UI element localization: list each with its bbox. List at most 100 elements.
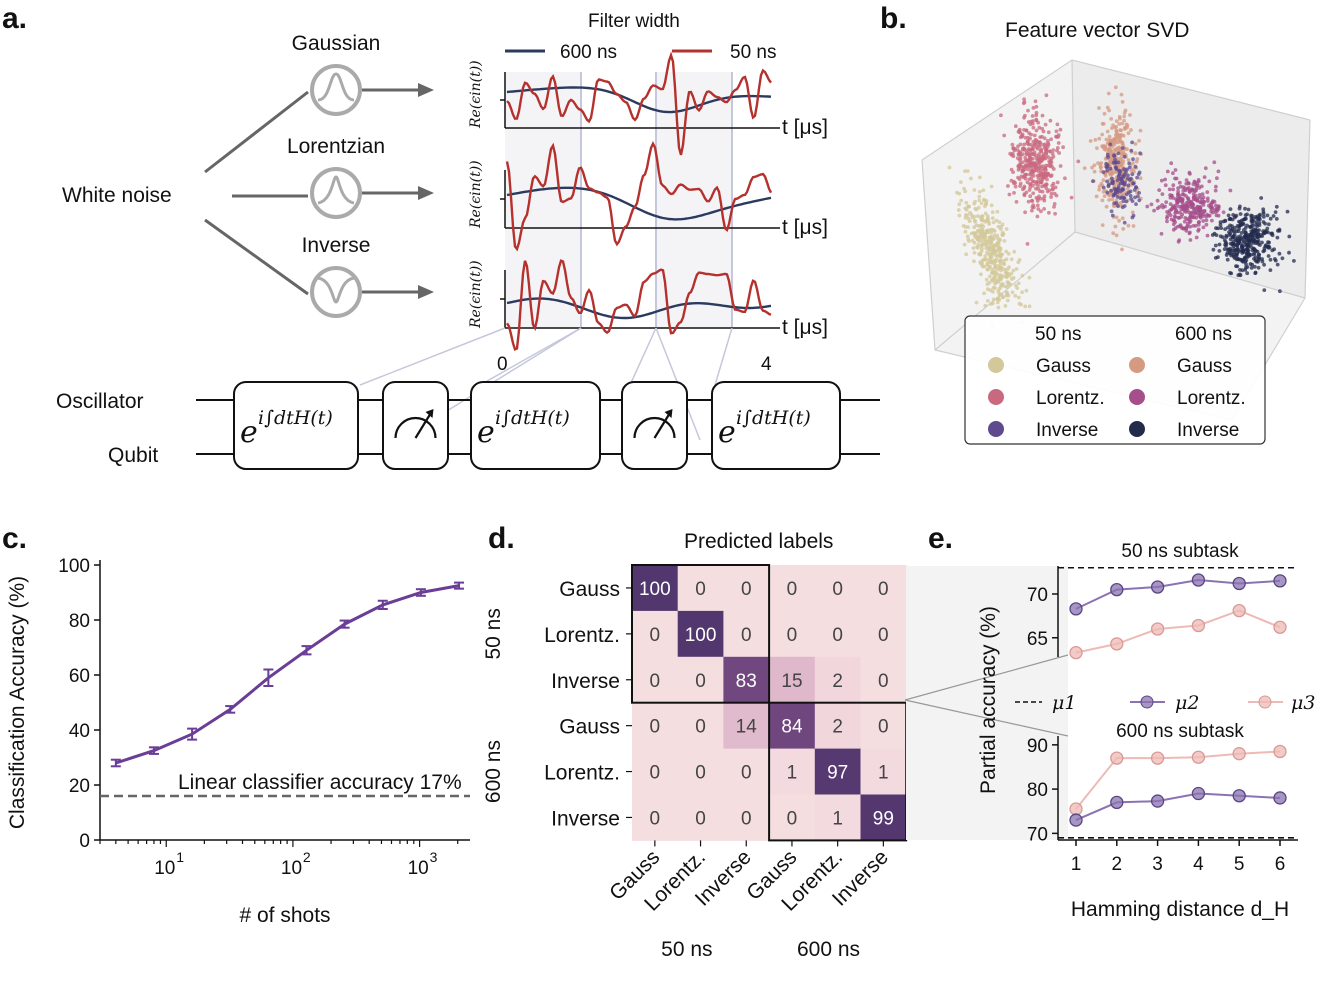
heatmap-cell-value: 0 xyxy=(695,808,706,829)
scatter-point xyxy=(1167,211,1171,215)
scatter-point xyxy=(979,272,983,277)
scatter-point xyxy=(1111,179,1115,184)
scatter-point xyxy=(1014,200,1019,204)
arrow-head-icon xyxy=(418,285,434,299)
heatmap-cell xyxy=(632,610,679,658)
scatter-point xyxy=(1110,138,1115,143)
scatter-point xyxy=(1023,304,1028,309)
scatter-point xyxy=(1119,195,1124,200)
scatter-point xyxy=(1124,199,1129,204)
scatter-point xyxy=(1036,183,1040,188)
scatter-point xyxy=(1022,142,1026,147)
scatter-point xyxy=(1133,164,1138,169)
scatter-point xyxy=(1051,148,1056,153)
scatter-point xyxy=(1236,257,1241,262)
scatter-point xyxy=(1004,249,1009,254)
scatter-point xyxy=(1216,255,1220,259)
scatter-point xyxy=(1020,273,1025,278)
scatter-point xyxy=(1069,195,1074,200)
scatter-point xyxy=(963,229,968,234)
scatter-point xyxy=(1187,190,1192,194)
scatter-point xyxy=(997,291,1002,296)
scatter-point xyxy=(1107,134,1112,139)
scatter-point xyxy=(1229,271,1234,276)
e-legend-mu3-marker xyxy=(1258,695,1272,709)
scatter-point xyxy=(1049,195,1053,199)
scatter-point xyxy=(1034,118,1039,123)
scatter-point xyxy=(1255,240,1260,244)
scatter-point xyxy=(1243,226,1248,230)
scatter-point xyxy=(1042,198,1047,203)
scatter-point xyxy=(1204,218,1209,223)
scatter-point xyxy=(1222,247,1227,252)
scatter-point xyxy=(1063,176,1067,181)
scatter-point xyxy=(1051,181,1056,186)
scatter-point xyxy=(1006,251,1011,256)
scatter-point xyxy=(1028,154,1032,159)
scatter-point xyxy=(1187,210,1192,215)
scatter-point xyxy=(1044,182,1049,187)
scatter-point xyxy=(1021,101,1026,106)
scatter-point xyxy=(1037,152,1041,156)
e-y-label: Partial accuracy (%) xyxy=(977,606,1000,794)
scatter-point xyxy=(1009,178,1014,183)
d-group-label-cols-50ns: 50 ns xyxy=(661,938,712,961)
trace-50ns xyxy=(506,51,772,156)
heatmap-cell-value: 0 xyxy=(787,625,798,646)
scatter-point xyxy=(1254,216,1259,220)
scatter-point xyxy=(1226,225,1230,230)
scatter-point xyxy=(1133,151,1138,156)
scatter-point xyxy=(1220,235,1225,240)
heatmap-cell-value: 0 xyxy=(695,579,706,600)
scatter-point xyxy=(1105,129,1110,134)
scatter-point xyxy=(1107,198,1111,202)
e-top-series-marker xyxy=(1150,622,1165,636)
scatter-point xyxy=(1199,200,1203,205)
scatter-point xyxy=(1122,220,1127,225)
scatter-point xyxy=(1122,167,1126,172)
scatter-point xyxy=(1227,233,1232,238)
scatter-point xyxy=(1214,203,1218,208)
scatter-point xyxy=(1119,92,1124,97)
scatter-point xyxy=(1042,136,1047,141)
e-top-series-marker xyxy=(1232,603,1246,618)
scatter-point xyxy=(1015,148,1020,153)
scatter-point xyxy=(999,268,1003,273)
scatter-point xyxy=(1004,275,1009,280)
heatmap-cell xyxy=(723,656,770,704)
scatter-point xyxy=(1003,304,1008,308)
scatter-point xyxy=(973,206,978,211)
scatter-point xyxy=(1111,160,1116,165)
scatter-point xyxy=(1230,235,1235,239)
legend-marker-600ns_inverse xyxy=(1129,421,1145,437)
scatter-point xyxy=(1197,193,1202,197)
scatter-point xyxy=(1082,166,1087,171)
heatmap-cell xyxy=(860,794,907,841)
scatter-point xyxy=(1258,214,1262,218)
meter-arrow-icon xyxy=(664,409,673,418)
e-bottom-series-marker xyxy=(1232,789,1246,803)
scatter-point xyxy=(1043,122,1048,127)
heatmap-cell xyxy=(769,748,816,795)
scatter-point xyxy=(1186,221,1190,226)
scatter-point xyxy=(1270,233,1275,238)
scatter-point xyxy=(1184,210,1189,214)
scatter-point xyxy=(1045,189,1050,194)
scatter-point xyxy=(1113,85,1118,90)
scatter-point xyxy=(981,224,986,229)
scatter-point xyxy=(1149,202,1154,207)
scatter-point xyxy=(1209,204,1214,209)
scatter-point xyxy=(963,169,967,174)
scatter-point xyxy=(1105,105,1110,110)
heatmap-cell-value: 0 xyxy=(878,579,889,600)
scatter-point xyxy=(1245,212,1249,217)
scatter-point xyxy=(999,113,1003,118)
scatter-point xyxy=(1211,247,1216,252)
scatter-point xyxy=(1116,204,1120,209)
scatter-point xyxy=(1092,163,1097,168)
scatter-point xyxy=(984,277,989,282)
scatter-point xyxy=(1128,113,1132,117)
scatter-point xyxy=(1212,160,1217,165)
unitary-gate xyxy=(711,381,841,470)
